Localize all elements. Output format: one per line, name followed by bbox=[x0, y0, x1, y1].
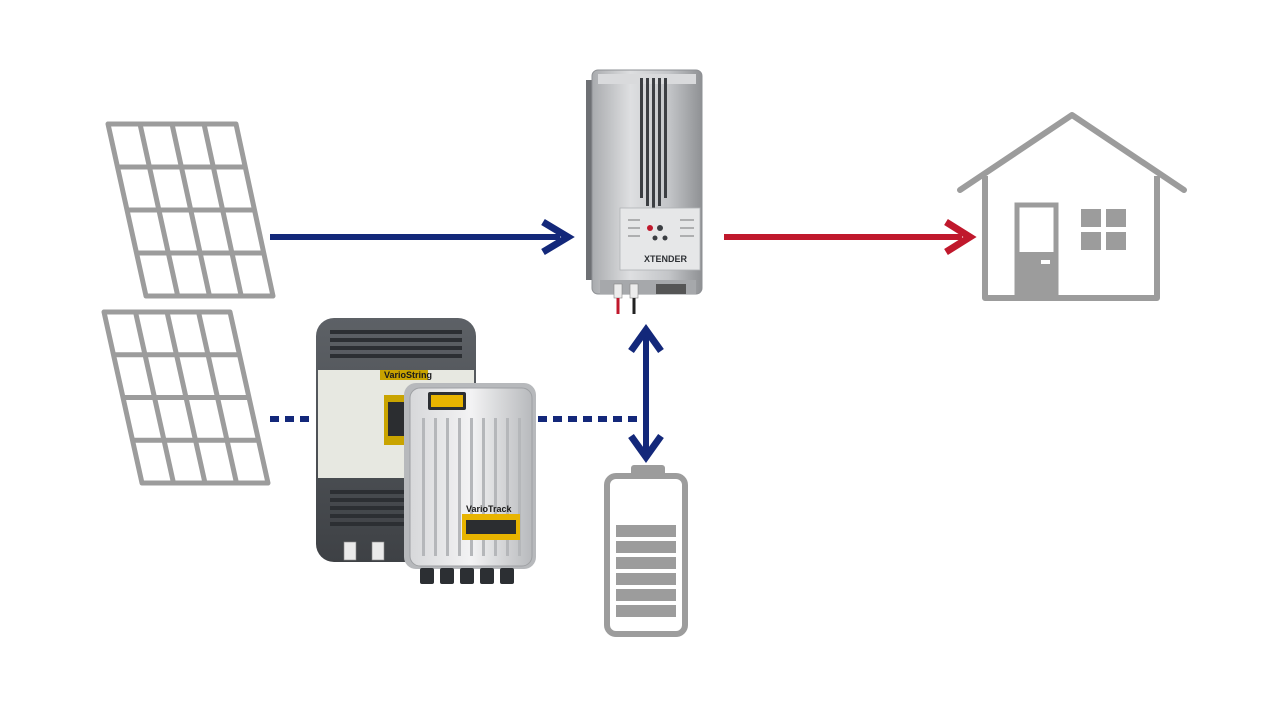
inverter-device: XTENDER bbox=[586, 69, 703, 314]
house-icon bbox=[957, 112, 1187, 301]
solar-panel-bottom-icon bbox=[101, 309, 271, 486]
battery-charge-bars bbox=[616, 525, 676, 617]
inverter-control-panel: XTENDER bbox=[619, 207, 701, 271]
string-controller-label: VarioString bbox=[384, 370, 432, 380]
house-window bbox=[1081, 209, 1126, 250]
track-controller-device: VarioTrack bbox=[404, 383, 536, 584]
dc-flow-arrow-inverter-battery bbox=[628, 323, 664, 464]
inverter-vent-stripes bbox=[640, 78, 667, 214]
dc-flow-arrow-pv-to-inverter bbox=[270, 218, 575, 256]
ac-flow-arrow-inverter-to-house bbox=[724, 219, 977, 255]
solar-panel-top-icon bbox=[105, 121, 276, 299]
track-controller-label: VarioTrack bbox=[466, 504, 513, 514]
inverter-label: XTENDER bbox=[644, 254, 688, 264]
battery-icon bbox=[604, 465, 688, 637]
